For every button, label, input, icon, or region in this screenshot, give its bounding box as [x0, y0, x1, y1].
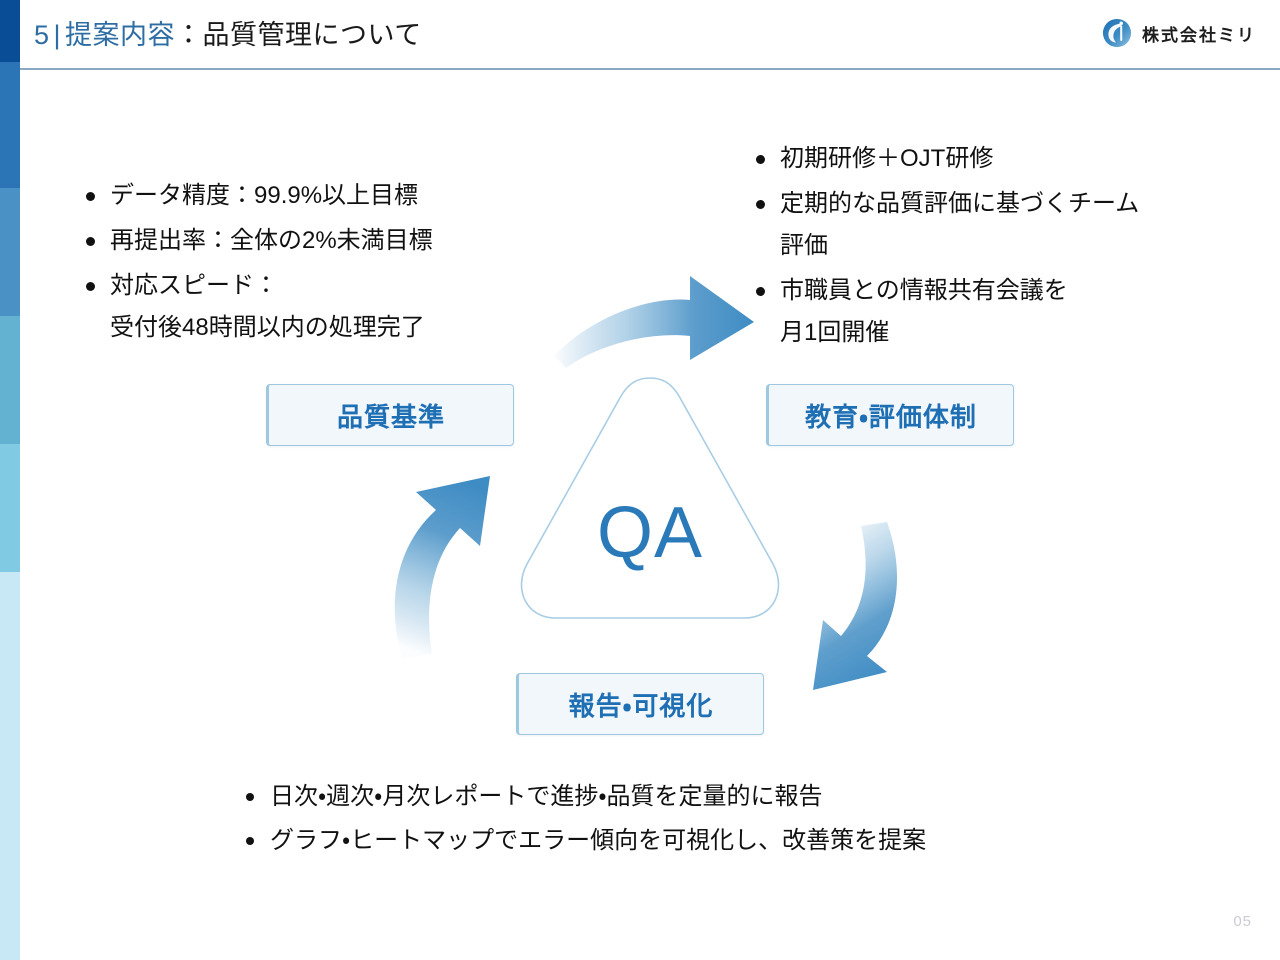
edge-stripe-segment — [0, 188, 20, 316]
slide-header: 5|提案内容：品質管理について — [0, 0, 1280, 70]
list-item: 再提出率：全体の2%未満目標 — [80, 220, 600, 262]
curved-arrow-top-right-icon — [554, 276, 754, 368]
left-edge-stripe — [0, 0, 20, 960]
list-item: 日次・週次・月次レポートで進捗・品質を定量的に報告 — [240, 775, 1140, 819]
title-main-text: ：品質管理について — [175, 20, 422, 50]
edge-stripe-segment — [0, 572, 20, 960]
diagram-node-education[interactable]: 教育・評価体制 — [766, 384, 1014, 446]
qa-center-text: QA — [596, 493, 704, 573]
diagram-node-label: 品質基準 — [336, 401, 445, 432]
curved-arrow-up-right-icon — [394, 476, 490, 658]
bullet-list-quality-standards: データ精度：99.9%以上目標 再提出率：全体の2%未満目標 対応スピード： 受… — [80, 175, 600, 352]
list-item: 市職員との情報共有会議を 月1回開催 — [750, 270, 1220, 354]
page-number: 05 — [1233, 913, 1252, 930]
diagram-node-reporting[interactable]: 報告・可視化 — [516, 673, 764, 735]
diagram-node-label: 報告・可視化 — [568, 690, 714, 721]
qa-cycle-diagram: QA 品質基準 教育・評価体制 報告・可視化 — [250, 276, 1050, 760]
list-item: グラフ・ヒートマップでエラー傾向を可視化し、改善策を提案 — [240, 819, 1140, 863]
header-divider — [20, 68, 1280, 70]
brand-name: 株式会社ミリ — [1142, 25, 1256, 45]
curved-arrow-down-left-icon — [813, 522, 898, 690]
edge-stripe-segment — [0, 0, 20, 62]
list-item: 対応スピード： 受付後48時間以内の処理完了 — [80, 265, 600, 349]
diagram-node-standards[interactable]: 品質基準 — [266, 384, 514, 446]
page-title: 5|提案内容：品質管理について — [34, 17, 422, 53]
title-separator: | — [53, 20, 62, 50]
diagram-node-label: 教育・評価体制 — [805, 401, 977, 432]
edge-stripe-segment — [0, 316, 20, 444]
list-item: 初期研修＋OJT研修 — [750, 138, 1220, 180]
list-item: 定期的な品質評価に基づくチーム 評価 — [750, 183, 1220, 267]
brand: 株式会社ミリ — [1102, 18, 1256, 48]
edge-stripe-segment — [0, 444, 20, 572]
slide-number: 5 — [34, 20, 50, 50]
list-item: データ精度：99.9%以上目標 — [80, 175, 600, 217]
rounded-triangle-shape — [520, 377, 780, 619]
qa-center-label: QA — [505, 368, 795, 630]
section-label: 提案内容 — [65, 20, 176, 50]
bullet-list-reporting: 日次・週次・月次レポートで進捗・品質を定量的に報告 グラフ・ヒートマップでエラー… — [240, 775, 1140, 863]
company-logo-icon — [1102, 18, 1132, 48]
edge-stripe-segment — [0, 62, 20, 188]
bullet-list-education-evaluation: 初期研修＋OJT研修 定期的な品質評価に基づくチーム 評価 市職員との情報共有会… — [750, 138, 1220, 357]
